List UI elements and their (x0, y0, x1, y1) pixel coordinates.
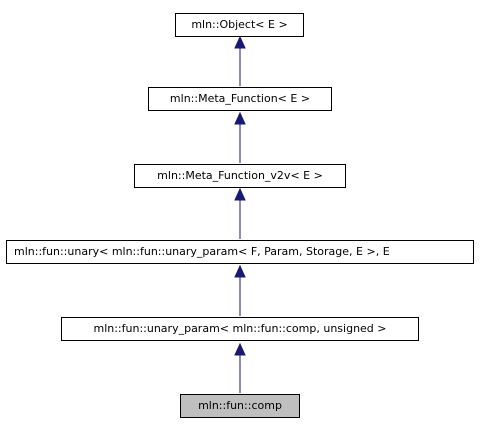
node-unary-param[interactable]: mln::fun::unary_param< mln::fun::comp, u… (61, 317, 419, 341)
node-meta-function-label: mln::Meta_Function< E > (169, 92, 311, 105)
edges (234, 35, 246, 393)
node-meta-function-v2v-label: mln::Meta_Function_v2v< E > (157, 169, 323, 182)
edge-meta-function-to-object (234, 35, 246, 86)
edge-unary-param-to-unary (234, 264, 246, 316)
node-meta-function-v2v[interactable]: mln::Meta_Function_v2v< E > (134, 164, 346, 188)
edge-meta-function-v2v-to-meta-function (234, 111, 246, 163)
node-object[interactable]: mln::Object< E > (175, 13, 304, 37)
edge-unary-to-meta-function-v2v (234, 187, 246, 239)
node-comp-current[interactable]: mln::fun::comp (180, 394, 300, 418)
node-meta-function[interactable]: mln::Meta_Function< E > (148, 87, 332, 111)
edge-comp-to-unary-param (234, 342, 246, 393)
node-unary-label: mln::fun::unary< mln::fun::unary_param< … (14, 245, 390, 258)
node-unary[interactable]: mln::fun::unary< mln::fun::unary_param< … (6, 240, 474, 264)
node-unary-param-label: mln::fun::unary_param< mln::fun::comp, u… (93, 322, 387, 335)
node-object-label: mln::Object< E > (191, 18, 288, 31)
node-comp-label: mln::fun::comp (198, 399, 282, 412)
